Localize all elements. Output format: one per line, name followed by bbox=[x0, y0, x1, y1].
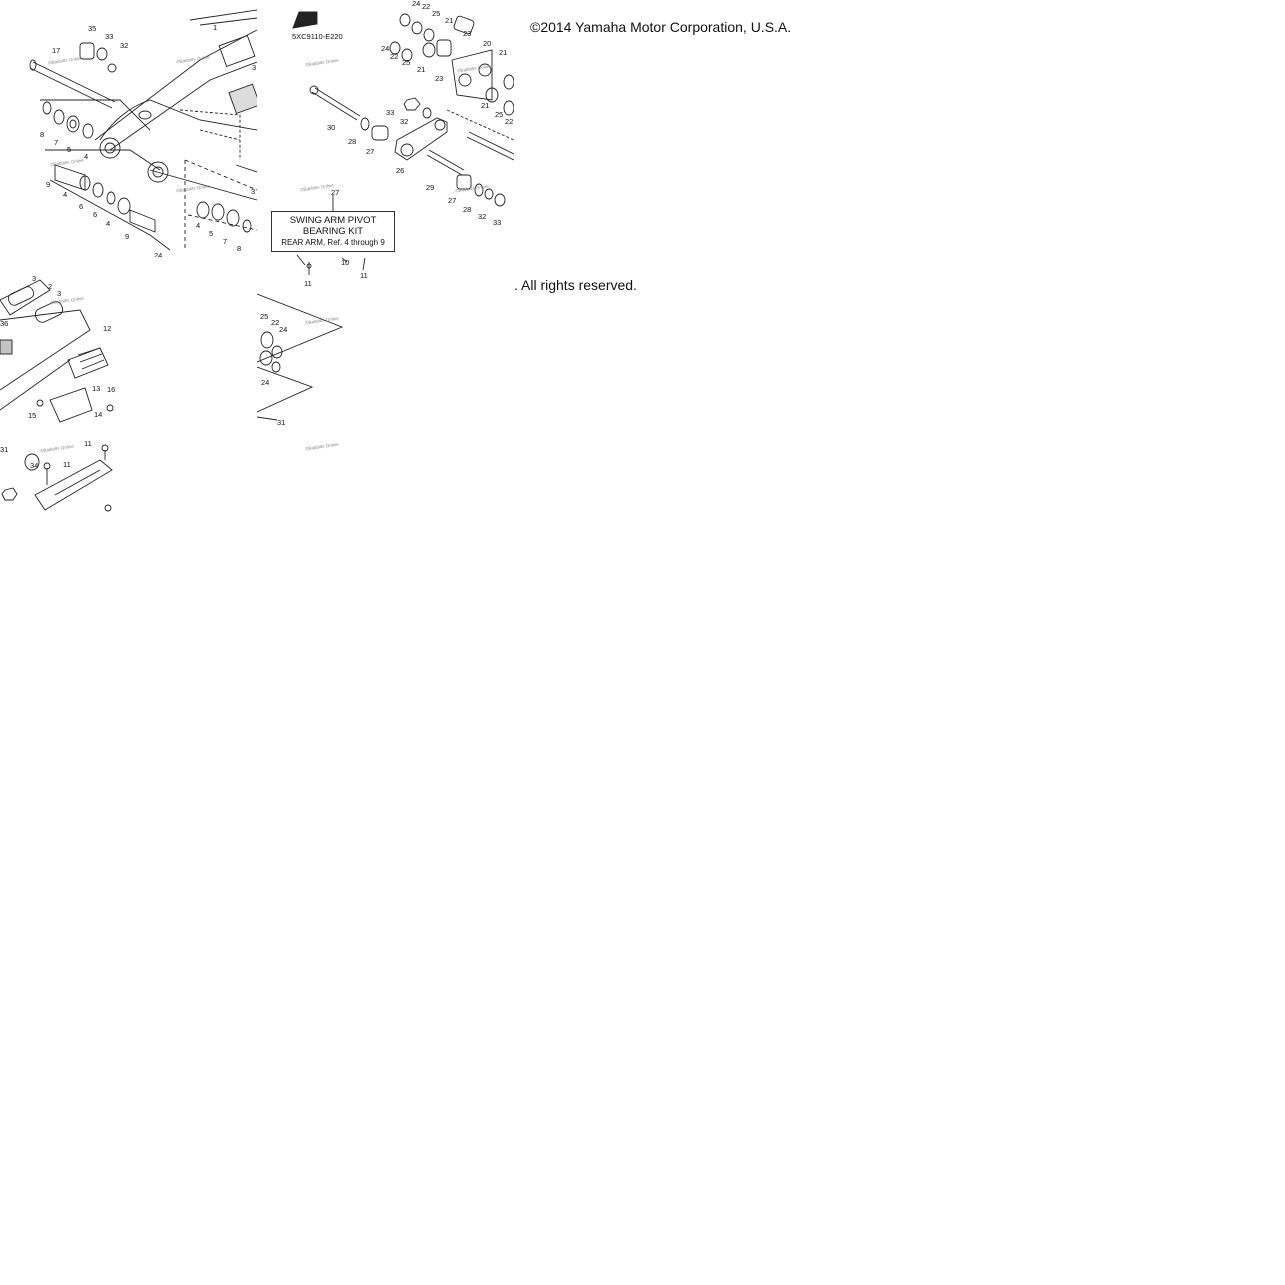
callout-label: 22 bbox=[422, 2, 431, 11]
linkage-drawing bbox=[292, 11, 514, 275]
callout-label: 15 bbox=[28, 411, 37, 420]
callout-label: 5 bbox=[67, 145, 72, 154]
callout-label: 3 bbox=[251, 187, 256, 196]
callout-label: 25 bbox=[260, 312, 269, 321]
callout-label: 4 bbox=[196, 221, 201, 230]
kit-line-2: BEARING KIT bbox=[302, 226, 364, 237]
callout-label: 2 bbox=[48, 282, 53, 291]
callout-label: 28 bbox=[463, 205, 472, 214]
callout-label: 24 bbox=[381, 44, 390, 53]
callout-label: 31 bbox=[277, 418, 286, 427]
callout-label: 28 bbox=[348, 137, 357, 146]
callout-label: 11 bbox=[84, 439, 92, 448]
callout-label: 33 bbox=[493, 218, 502, 227]
callout-label: 6 bbox=[79, 202, 84, 211]
bearing-kit-callout: SWING ARM PIVOT BEARING KIT REAR ARM, Re… bbox=[271, 211, 395, 252]
callout-label: 24 bbox=[279, 325, 288, 334]
callout-label: 8 bbox=[40, 130, 45, 139]
callout-label: 24 bbox=[154, 251, 163, 258]
callout-label: 27 bbox=[331, 188, 340, 197]
callout-label: 27 bbox=[448, 196, 457, 205]
callout-label: 25 bbox=[495, 110, 504, 119]
chain-guide-drawing bbox=[0, 279, 114, 512]
kit-line-1: SWING ARM PIVOT bbox=[289, 215, 377, 226]
callout-label: 16 bbox=[107, 385, 116, 394]
callout-label: 21 bbox=[417, 65, 426, 74]
callout-label: 8 bbox=[237, 244, 242, 253]
copyright-text: ©2014 Yamaha Motor Corporation, U.S.A. bbox=[530, 19, 792, 35]
callout-label: 23 bbox=[463, 29, 472, 38]
callout-label: 17 bbox=[52, 46, 61, 55]
swingarm-drawing bbox=[29, 9, 257, 251]
callout-label: 21 bbox=[481, 101, 490, 110]
fragment-drawing bbox=[257, 293, 344, 421]
callout-label: 9 bbox=[125, 232, 130, 241]
callout-label: 11 bbox=[304, 279, 312, 288]
callout-label: 7 bbox=[54, 138, 59, 147]
kit-line-3: REAR ARM, Ref. 4 through 9 bbox=[281, 238, 385, 247]
callout-label: 3 bbox=[57, 289, 62, 298]
callout-label: 6 bbox=[93, 210, 98, 219]
callout-label: 20 bbox=[483, 39, 492, 48]
diagram-code: 5XC9110-E220 bbox=[292, 32, 343, 41]
callout-label: 1 bbox=[213, 23, 218, 32]
callout-label: 3 bbox=[252, 63, 257, 72]
callout-label: 14 bbox=[94, 410, 103, 419]
callout-label: 24 bbox=[412, 0, 421, 8]
callout-label: 31 bbox=[0, 445, 9, 454]
callout-label: 25 bbox=[402, 58, 411, 67]
callout-label: 10 bbox=[341, 258, 350, 267]
callout-label: 32 bbox=[400, 117, 409, 126]
callout-label: 12 bbox=[103, 324, 112, 333]
callout-label: 7 bbox=[223, 237, 228, 246]
callout-label: 5 bbox=[209, 229, 214, 238]
callout-label: 4 bbox=[106, 219, 111, 228]
callout-label: 4 bbox=[63, 190, 68, 199]
callout-label: 33 bbox=[386, 108, 395, 117]
callout-label: 22 bbox=[505, 117, 514, 126]
diagram-tile-chain-guide: 3 2 3 36 12 13 16 15 14 11 31 34 11 ©Bab… bbox=[0, 270, 120, 515]
callout-label: 11 bbox=[63, 460, 71, 469]
callout-label: 36 bbox=[0, 319, 9, 328]
diagram-tile-fragment: 25 22 24 24 31 ©Babbitts Online ©Babbitt… bbox=[257, 292, 347, 462]
callout-label: 24 bbox=[261, 378, 270, 387]
callout-label: 26 bbox=[396, 166, 405, 175]
callout-label: 32 bbox=[478, 212, 487, 221]
callout-label: 13 bbox=[92, 384, 101, 393]
callout-label: 3 bbox=[32, 274, 37, 283]
callout-label: 22 bbox=[390, 52, 399, 61]
callout-label: 29 bbox=[426, 183, 435, 192]
callout-label: 21 bbox=[499, 48, 508, 57]
callout-label: 32 bbox=[120, 41, 129, 50]
callout-label: 9 bbox=[46, 180, 51, 189]
rights-text: . All rights reserved. bbox=[514, 277, 637, 293]
callout-label: 21 bbox=[445, 16, 454, 25]
callout-label: 4 bbox=[84, 152, 89, 161]
diagram-tile-swingarm: 35 33 32 17 1 3 8 7 5 4 9 4 6 6 4 9 4 5 … bbox=[0, 0, 257, 257]
callout-label: 11 bbox=[360, 271, 368, 280]
callout-label: 33 bbox=[105, 32, 114, 41]
callout-label: 25 bbox=[432, 9, 441, 18]
callout-label: 27 bbox=[366, 147, 375, 156]
callout-label: 30 bbox=[327, 123, 336, 132]
callout-label: 35 bbox=[88, 24, 97, 33]
callout-label: 34 bbox=[30, 461, 39, 470]
callout-label: 22 bbox=[271, 318, 280, 327]
callout-label: 23 bbox=[435, 74, 444, 83]
